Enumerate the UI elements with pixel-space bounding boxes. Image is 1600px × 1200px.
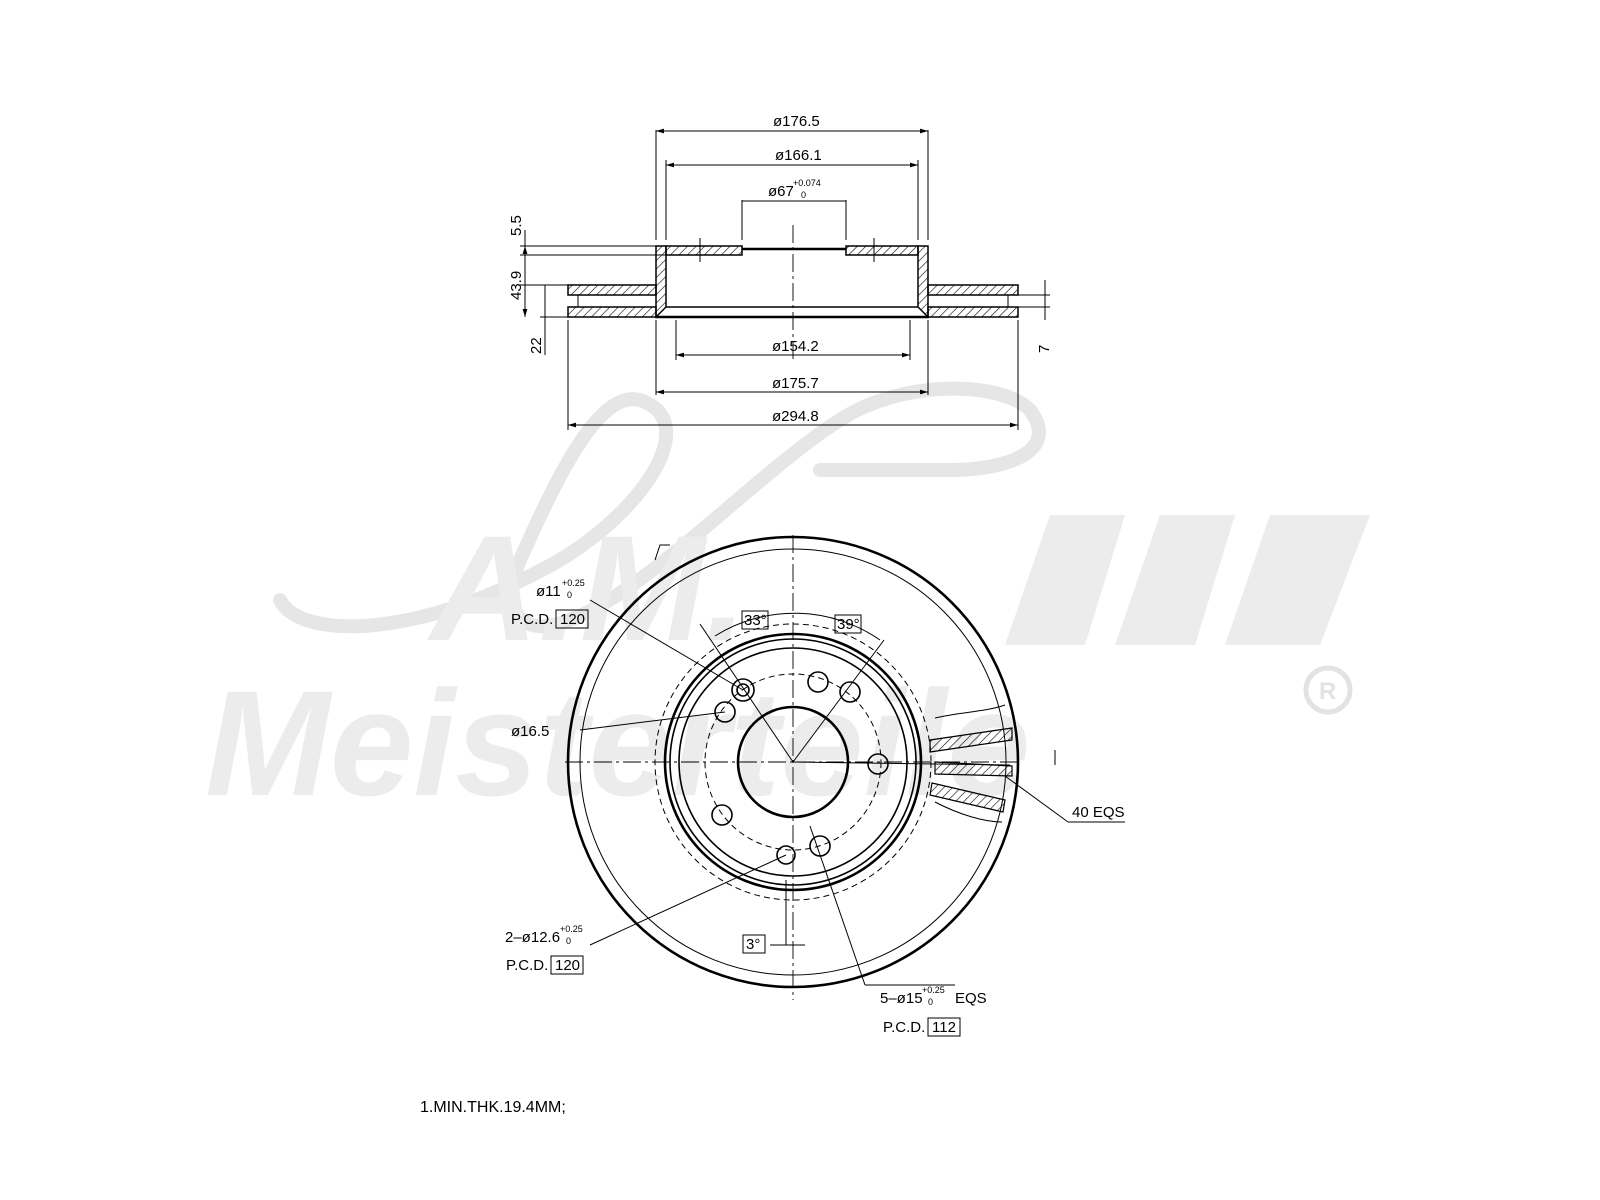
callout-angle-c: 3° [746,936,760,953]
callout-hole-c-tol-upper: +0.25 [560,924,583,934]
callout-hole-a-pcd-label: P.C.D. [511,611,553,628]
callout-angle-a: 33° [744,612,767,629]
callout-hole-d-pcd: 112 [932,1019,956,1036]
callout-hole-d-tol-upper: +0.25 [922,985,945,995]
dim-overall-height: 43.9 [508,271,525,300]
callout-hole-a-pcd: 120 [560,611,585,628]
callout-hole-c-pcd: 120 [555,957,580,974]
callout-hole-c-tol-lower: 0 [566,936,571,946]
watermark-registered-mark: R [1319,678,1336,705]
callout-hole-c-pcd-label: P.C.D. [506,957,548,974]
callout-hole-d-suffix: EQS [955,990,987,1007]
dim-hat-thickness: 5.5 [508,215,525,236]
callout-hole-d-pcd-label: P.C.D. [883,1019,925,1036]
dim-center-bore-tol-upper: +0.074 [793,178,821,188]
watermark: A.M. Meisterteile R [205,381,1370,827]
dim-hat-outer-dia: ø175.7 [772,375,819,392]
dim-vent-width: 7 [1036,345,1053,353]
callout-hole-b-dia: ø16.5 [511,723,549,740]
dim-disc-dia: ø294.8 [772,408,819,425]
callout-hole-a-tol-upper: +0.25 [562,578,585,588]
callout-angle-b: 39° [837,616,860,633]
watermark-brand-line2: Meisterteile [205,659,1030,827]
dim-disc-thickness: 22 [528,337,545,354]
note-min-thickness: 1.MIN.THK.19.4MM; [420,1099,566,1116]
callout-hole-a-tol-lower: 0 [567,590,572,600]
vent-cutaway [929,704,1013,823]
dim-outer-hat-dia: ø176.5 [773,113,820,130]
callout-hole-d-tol-lower: 0 [928,997,933,1007]
callout-hole-c-dia: 2–ø12.6 [505,929,560,946]
watermark-stripes [1005,515,1370,645]
dim-hat-inner-dia: ø154.2 [772,338,819,355]
callout-hole-d-dia: 5–ø15 [880,990,923,1007]
callout-vanes: 40 EQS [1072,804,1125,821]
dim-center-bore: ø67 [768,183,794,200]
watermark-registered-circle [1303,665,1353,715]
watermark-swoosh [273,381,1046,634]
watermark-brand-line1: A.M. [426,504,747,672]
section-view: ø176.5 ø166.1 ø67 +0.074 0 ø154.2 ø175.7… [508,113,1053,430]
dim-inner-hat-dia: ø166.1 [775,147,822,164]
dim-center-bore-tol-lower: 0 [801,190,806,200]
callout-hole-a-dia: ø11 [536,583,561,600]
plan-view: ø11 +0.25 0 P.C.D. 120 ø16.5 33° 39° 40 … [505,535,1125,1037]
